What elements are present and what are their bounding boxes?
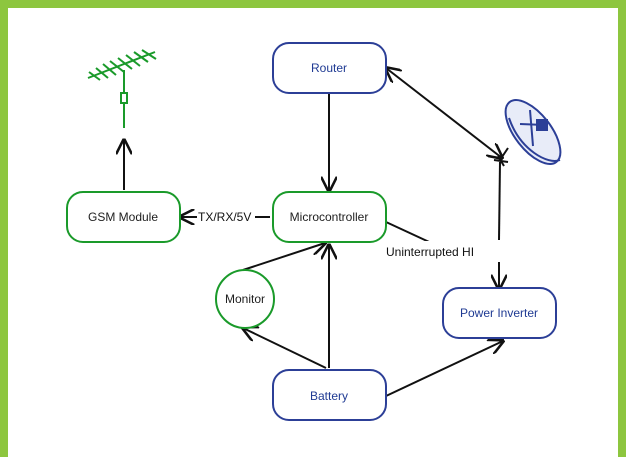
edge-battery-monitor	[243, 328, 327, 369]
edge-monitor-microcontroller	[242, 243, 325, 271]
node-power-inverter: Power Inverter	[442, 287, 557, 339]
node-battery: Battery	[272, 369, 387, 421]
node-router-label: Router	[311, 61, 347, 75]
node-router: Router	[272, 42, 387, 94]
node-gsm-module-label: GSM Module	[88, 210, 158, 224]
node-battery-label: Battery	[310, 389, 348, 403]
edge-battery-inverter	[385, 341, 503, 397]
satellite-dish-icon	[493, 99, 562, 167]
edge-label-uninterrupted: Uninterrupted HI	[386, 245, 474, 259]
node-monitor-label: Monitor	[225, 292, 265, 306]
diagram-frame: TX/RX/5V Uninterrupted HI Router GSM Mod…	[8, 8, 618, 457]
node-gsm-module: GSM Module	[66, 191, 181, 243]
edge-uninterrupted-dish	[498, 161, 501, 241]
node-microcontroller: Microcontroller	[272, 191, 387, 243]
node-monitor: Monitor	[215, 269, 275, 329]
node-microcontroller-label: Microcontroller	[290, 210, 369, 224]
system-block-diagram: TX/RX/5V Uninterrupted HI Router GSM Mod…	[66, 42, 562, 421]
antenna-icon	[87, 49, 157, 128]
edge-dish-router	[386, 68, 502, 158]
edge-label-txrx: TX/RX/5V	[198, 210, 251, 224]
node-power-inverter-label: Power Inverter	[460, 306, 538, 320]
